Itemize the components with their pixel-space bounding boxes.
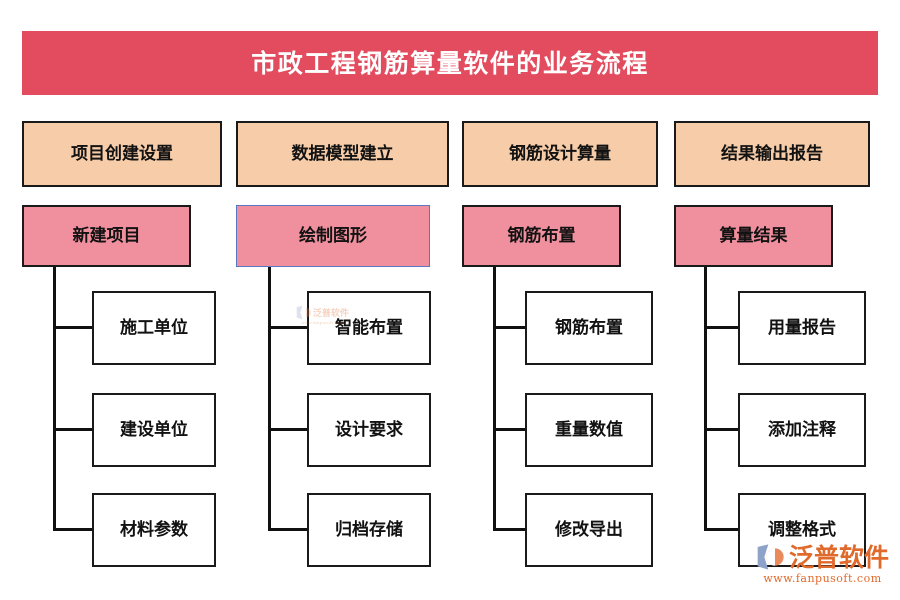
leaf-label-1-1: 施工单位 bbox=[120, 317, 188, 338]
page-title: 市政工程钢筋算量软件的业务流程 bbox=[251, 48, 649, 78]
leaf-label-1-2: 建设单位 bbox=[120, 419, 188, 440]
connector-stub-1-1 bbox=[53, 326, 94, 329]
logo-url: www.fanpusoft.com bbox=[763, 572, 882, 585]
leaf-box-2-1[interactable]: 智能布置 bbox=[307, 291, 431, 365]
connector-trunk-1 bbox=[53, 267, 56, 531]
leaf-label-4-2: 添加注释 bbox=[768, 419, 836, 440]
connector-stub-3-1 bbox=[493, 326, 534, 329]
leaf-box-4-3[interactable]: 调整格式 bbox=[738, 493, 866, 567]
connector-stub-3-2 bbox=[493, 428, 534, 431]
leaf-box-2-3[interactable]: 归档存储 bbox=[307, 493, 431, 567]
connector-stub-1-3 bbox=[53, 528, 94, 531]
connector-stub-2-1 bbox=[268, 326, 309, 329]
leaf-label-3-2: 重量数值 bbox=[555, 419, 623, 440]
connector-trunk-3 bbox=[493, 267, 496, 531]
stage-box-2[interactable]: 数据模型建立 bbox=[236, 121, 449, 187]
leaf-box-3-2[interactable]: 重量数值 bbox=[525, 393, 653, 467]
leaf-box-3-1[interactable]: 钢筋布置 bbox=[525, 291, 653, 365]
leaf-label-4-3: 调整格式 bbox=[768, 519, 836, 540]
phase-label-3: 钢筋布置 bbox=[507, 225, 576, 246]
leaf-label-2-2: 设计要求 bbox=[335, 419, 403, 440]
stage-box-1[interactable]: 项目创建设置 bbox=[22, 121, 222, 187]
phase-label-4: 算量结果 bbox=[719, 225, 788, 246]
phase-label-1: 新建项目 bbox=[72, 225, 141, 246]
connector-trunk-2 bbox=[268, 267, 271, 531]
connector-stub-3-3 bbox=[493, 528, 534, 531]
leaf-box-1-2[interactable]: 建设单位 bbox=[92, 393, 216, 467]
phase-box-4[interactable]: 算量结果 bbox=[674, 205, 833, 267]
leaf-label-1-3: 材料参数 bbox=[120, 519, 188, 540]
leaf-box-1-3[interactable]: 材料参数 bbox=[92, 493, 216, 567]
stage-label-3: 钢筋设计算量 bbox=[509, 143, 611, 164]
connector-stub-1-2 bbox=[53, 428, 94, 431]
stage-box-3[interactable]: 钢筋设计算量 bbox=[462, 121, 658, 187]
leaf-box-4-1[interactable]: 用量报告 bbox=[738, 291, 866, 365]
stage-box-4[interactable]: 结果输出报告 bbox=[674, 121, 870, 187]
connector-stub-2-3 bbox=[268, 528, 309, 531]
connector-stub-4-3 bbox=[704, 528, 745, 531]
stage-label-2: 数据模型建立 bbox=[291, 143, 394, 164]
leaf-label-3-3: 修改导出 bbox=[555, 519, 623, 540]
title-banner: 市政工程钢筋算量软件的业务流程 bbox=[22, 31, 878, 95]
phase-box-3[interactable]: 钢筋布置 bbox=[462, 205, 621, 267]
stage-label-1: 项目创建设置 bbox=[71, 143, 173, 164]
leaf-label-4-1: 用量报告 bbox=[768, 317, 836, 338]
leaf-box-3-3[interactable]: 修改导出 bbox=[525, 493, 653, 567]
leaf-label-2-1: 智能布置 bbox=[335, 317, 403, 338]
stage-label-4: 结果输出报告 bbox=[721, 143, 823, 164]
connector-stub-4-2 bbox=[704, 428, 745, 431]
connector-stub-2-2 bbox=[268, 428, 309, 431]
connector-trunk-4 bbox=[704, 267, 707, 531]
leaf-box-4-2[interactable]: 添加注释 bbox=[738, 393, 866, 467]
leaf-box-2-2[interactable]: 设计要求 bbox=[307, 393, 431, 467]
phase-label-2: 绘制图形 bbox=[299, 225, 367, 246]
leaf-box-1-1[interactable]: 施工单位 bbox=[92, 291, 216, 365]
connector-stub-4-1 bbox=[704, 326, 745, 329]
phase-box-1[interactable]: 新建项目 bbox=[22, 205, 191, 267]
leaf-label-3-1: 钢筋布置 bbox=[555, 317, 623, 338]
leaf-label-2-3: 归档存储 bbox=[335, 519, 403, 540]
phase-box-2[interactable]: 绘制图形 bbox=[236, 205, 430, 267]
